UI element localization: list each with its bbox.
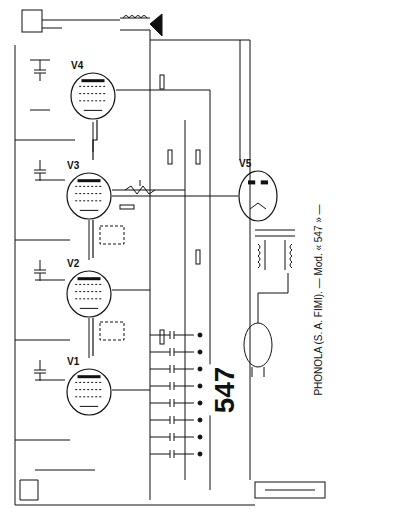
tube-label: V5: [238, 158, 278, 170]
capacitor-symbol: [150, 348, 194, 356]
tube-envelope: [66, 270, 112, 318]
dial-lamp: [255, 482, 325, 498]
switch-contact: [198, 333, 202, 337]
antenna-terminal: [20, 480, 38, 500]
output-transformer: [120, 18, 150, 30]
wire-connector: [92, 318, 93, 356]
transformer-winding: [258, 244, 260, 268]
tube-envelope: [70, 72, 116, 120]
resistor-symbol: [160, 75, 164, 89]
tube-label: V4: [70, 60, 116, 72]
speaker-symbol: [150, 14, 162, 36]
capacitor-symbol: [34, 260, 46, 281]
mains-plug: [244, 323, 272, 367]
transformer-winding: [123, 16, 147, 19]
lamp-wire: [265, 490, 315, 491]
power-transformer: [255, 230, 295, 270]
resistor-symbol: [160, 330, 164, 344]
speaker-wire: [42, 20, 250, 480]
resistor-symbol: [196, 150, 200, 164]
potentiometer-symbol: [125, 180, 155, 194]
capacitor-symbol: [150, 331, 194, 339]
capacitor-symbol: [150, 433, 194, 441]
tube-envelope: [66, 368, 112, 416]
if-transformer: [100, 322, 124, 340]
capacitor-symbol: [150, 382, 194, 390]
grid-wire: [15, 90, 210, 440]
rail-wire: [15, 40, 255, 505]
switch-contact: [198, 418, 202, 422]
resistor-symbol: [120, 205, 134, 209]
mains-cord: [252, 273, 288, 377]
caption: PHONOLA (S. A. FIMI). — Mod. « 547 » —: [313, 202, 324, 397]
transformer-winding: [290, 244, 292, 268]
switch-contact: [198, 435, 202, 439]
tube-label: V2: [66, 258, 112, 270]
bus-wire: [89, 40, 210, 500]
capacitor-symbol: [150, 450, 194, 458]
tube-envelope: [238, 170, 278, 222]
if-transformer: [100, 226, 124, 244]
switch-contact: [198, 452, 202, 456]
wire-connector: [112, 195, 238, 196]
switch-contact: [198, 401, 202, 405]
switch-contact: [198, 367, 202, 371]
wire-connector: [92, 220, 93, 258]
capacitor-symbol: [34, 60, 46, 81]
capacitor-symbol: [34, 360, 46, 381]
switch-contact: [198, 350, 202, 354]
resistor-symbol: [196, 250, 200, 264]
capacitor-symbol: [150, 365, 194, 373]
output-jack: [22, 10, 42, 32]
vacuum-tube: V1: [66, 356, 112, 416]
resistor-symbol: [168, 150, 172, 164]
vacuum-tube: V3: [66, 160, 112, 220]
capacitor-symbol: [150, 416, 194, 424]
vacuum-tube: V2: [66, 258, 112, 318]
wire-connector: [93, 120, 97, 160]
capacitor-symbol: [150, 399, 194, 407]
tube-label: V1: [66, 356, 112, 368]
capacitor-symbol: [34, 160, 46, 181]
model-number: 547: [209, 365, 241, 416]
vacuum-tube: V4: [70, 60, 116, 120]
tube-envelope: [66, 172, 112, 220]
bias-wire: [30, 60, 95, 470]
tube-label: V3: [66, 160, 112, 172]
vacuum-tube: V5: [238, 158, 278, 222]
switch-contact: [198, 384, 202, 388]
